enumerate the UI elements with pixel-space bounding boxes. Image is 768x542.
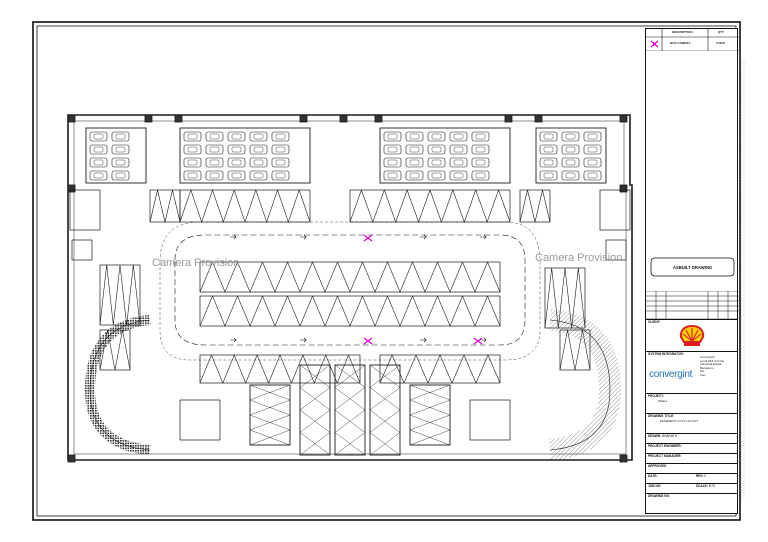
drawn-row: DRAWN: BHARATH xyxy=(646,433,737,443)
camera-icon xyxy=(363,337,373,345)
drawing-status: ASBUILT DRAWING xyxy=(672,265,713,270)
job-row: JOB NO: SCALE: NTS xyxy=(646,483,737,493)
client-row: CLIENT: xyxy=(646,319,737,351)
camera-icon xyxy=(363,234,373,242)
address-line: Bengaluru xyxy=(700,365,714,370)
title-block: DESCRIPTION QTY BOX CAMERA 2 NOS ASBUILT… xyxy=(645,28,739,514)
convergint-logo: convergint xyxy=(649,369,693,380)
box-camera-icon xyxy=(650,40,659,48)
legend-box-camera: BOX CAMERA xyxy=(670,41,691,45)
address-line: Fax: xyxy=(700,372,706,377)
scale-cell: SCALE: NTS xyxy=(696,484,715,488)
scale-label: SCALE: xyxy=(696,484,708,488)
system-integrator-row: SYSTEM INTEGRATOR: xyxy=(646,351,737,393)
project-value: SHELL xyxy=(658,399,668,403)
address-line: Industrial Estate xyxy=(700,362,722,367)
approved-row: APPROVED: xyxy=(646,463,737,473)
date-row: DATE: REV: 0 xyxy=(646,473,737,483)
legend-qty-header: QTY xyxy=(718,30,725,34)
drawn-value: BHARATH xyxy=(662,434,677,438)
engineer-row: PROJECT ENGINEER: xyxy=(646,443,737,453)
rev-value: 0 xyxy=(704,474,707,478)
scale-value: NTS xyxy=(708,484,716,488)
shell-logo xyxy=(679,325,705,346)
engineer-label: PROJECT ENGINEER: xyxy=(648,444,682,448)
side-notes xyxy=(740,60,745,500)
address-line: Convergint xyxy=(700,355,715,359)
manager-label: PROJECT MANAGER: xyxy=(648,454,682,458)
camera-provision-label-right: Camera Provision xyxy=(535,252,623,264)
drawing-title-label: DRAWING TITLE: xyxy=(648,414,675,418)
legend-box-camera-qty: 2 NOS xyxy=(716,41,726,45)
camera-provision-label-left: Camera Provision xyxy=(152,257,240,269)
address-line: Tel: xyxy=(700,369,705,374)
legend-desc-header: DESCRIPTION xyxy=(672,30,693,34)
drawing-title-value: BASEMENT CCTV LAYOUT xyxy=(660,419,699,423)
drawing-no-row: DRAWING NO: xyxy=(646,493,737,514)
date-label: DATE: xyxy=(648,474,658,478)
system-integrator-label: SYSTEM INTEGRATOR: xyxy=(648,352,684,356)
rev-label: REV: xyxy=(696,474,704,478)
drawing-title-row: DRAWING TITLE: BASEMENT CCTV LAYOUT xyxy=(646,413,737,433)
revision-grid xyxy=(646,291,739,319)
project-label: PROJECT: xyxy=(648,394,664,398)
rev-cell: REV: 0 xyxy=(696,474,706,478)
approved-label: APPROVED: xyxy=(648,464,667,468)
manager-row: PROJECT MANAGER: xyxy=(646,453,737,463)
address-line: Level 2&3 Unit No xyxy=(700,358,725,363)
integrator-address: Convergint Level 2&3 Unit No Industrial … xyxy=(700,355,725,378)
camera-icon xyxy=(473,337,483,345)
legend-table: DESCRIPTION QTY BOX CAMERA 2 NOS xyxy=(646,29,739,51)
asbuilt-stamp xyxy=(650,257,735,277)
project-row: PROJECT: SHELL xyxy=(646,393,737,413)
drawing-no-label: DRAWING NO: xyxy=(648,494,671,498)
job-label: JOB NO: xyxy=(648,484,662,488)
drawn-label: DRAWN: xyxy=(648,434,662,438)
client-label: CLIENT: xyxy=(648,320,661,324)
